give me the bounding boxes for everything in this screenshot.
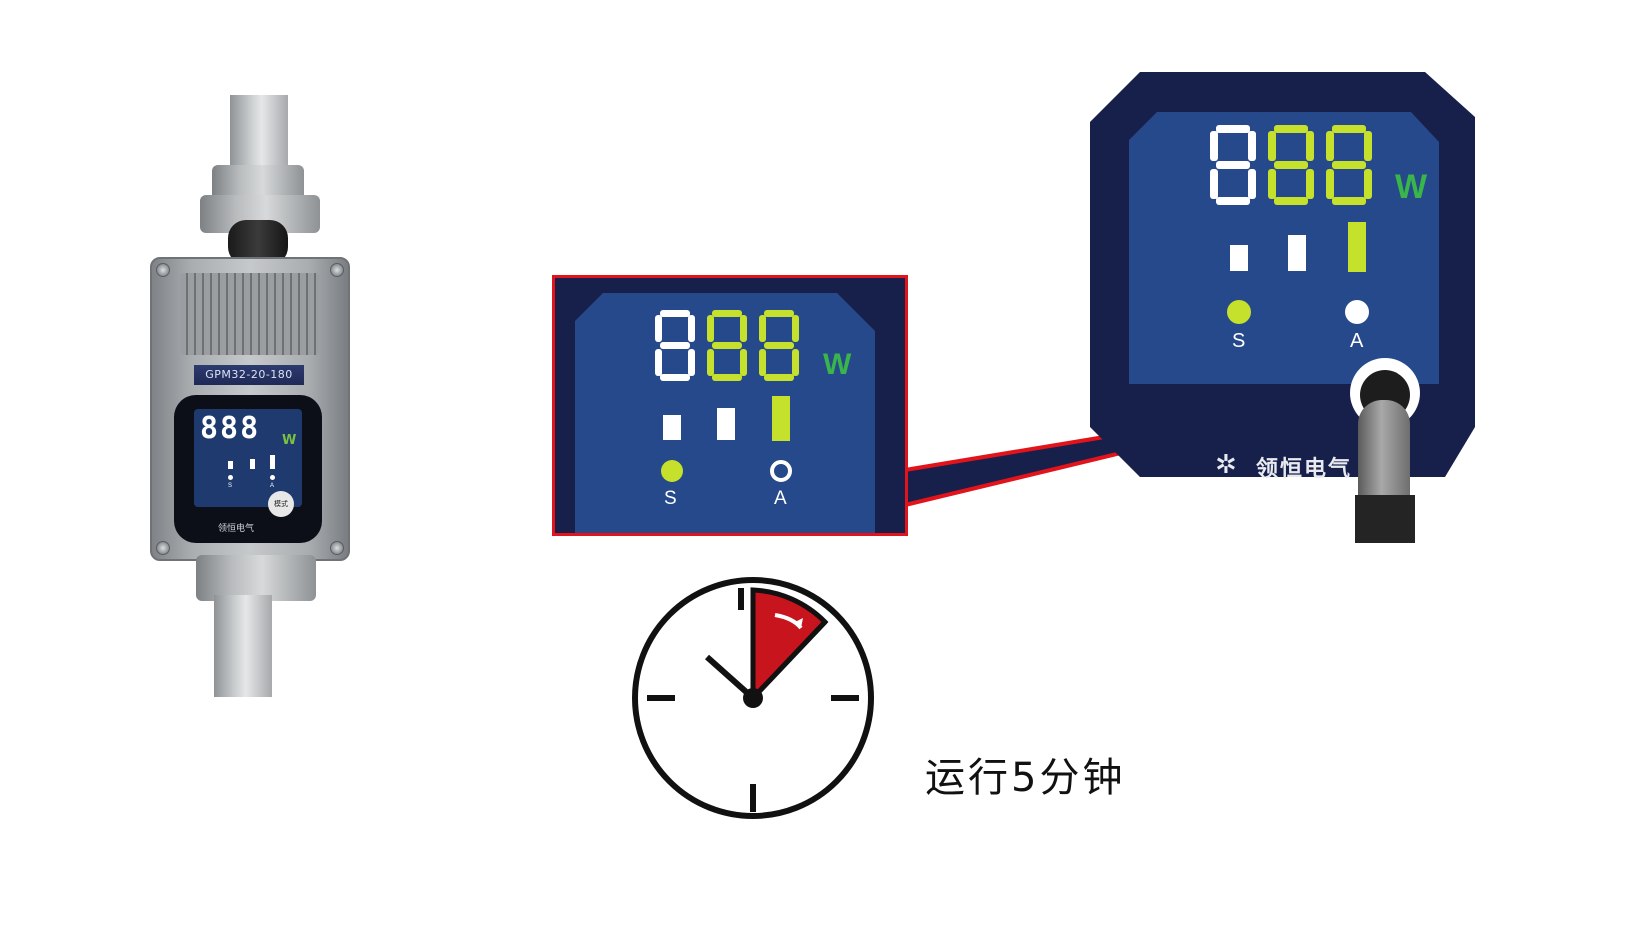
a-label-zoom: A [774,488,787,509]
bar-indicator [270,455,275,469]
big-digits [1210,125,1385,205]
display-screen: 888 W S A [194,409,302,507]
a-label: A [270,483,275,489]
bottom-cable-gland [196,555,316,601]
s-label: S [228,483,233,489]
s-indicator-dot [661,460,683,482]
s-indicator-dot [228,475,233,480]
digit-3 [759,310,799,381]
zoom-digits [655,310,815,386]
zoom-callout-box: W S A [552,275,908,536]
bar-indicator [250,459,255,469]
unit-label-big: W [1395,168,1428,206]
a-label-big: A [1350,330,1364,352]
bottom-pipe [214,595,272,697]
bar-indicator [772,396,790,441]
digit-1 [1210,125,1256,205]
controller-housing: GPM32-20-180 888 W S A 模式 领恒电气 [150,257,350,561]
pump-controller-device: GPM32-20-180 888 W S A 模式 领恒电气 [140,95,370,705]
seven-segment-display-zoom [655,310,799,381]
hour-hand [705,654,755,701]
digit-3 [1326,125,1372,205]
s-label-zoom: S [664,488,677,509]
control-panel: 888 W S A 模式 领恒电气 [174,395,322,543]
top-pipe [230,95,288,175]
screw [156,541,170,555]
digit-2 [707,310,747,381]
screw [330,263,344,277]
model-label: GPM32-20-180 [194,365,304,385]
a-indicator-ring [770,460,792,482]
minute-hand [751,620,827,700]
s-indicator-dot [1227,300,1251,324]
power-display-digits: 888 [200,411,261,446]
bar-indicator [1288,235,1306,271]
brand-logo-icon: ✲ [1215,450,1237,480]
mode-button[interactable]: 模式 [268,491,294,517]
brand-label: 领恒电气 [218,524,255,534]
seven-segment-display [1210,125,1372,205]
a-indicator-dot [1345,300,1369,324]
digit-1 [655,310,695,381]
s-label-big: S [1232,330,1246,352]
brand-label-big: 领恒电气 [1256,457,1353,482]
finger-dark [1355,495,1415,543]
finger [1358,400,1410,510]
unit-label: W [282,433,297,448]
clock-icon [632,577,874,819]
bar-indicator [1230,245,1248,271]
cooling-fins [180,273,320,355]
digit-2 [1268,125,1314,205]
caption: 运行5分钟 [925,755,1126,801]
elapsed-time-sector [750,587,829,705]
bar-indicator [717,408,735,440]
unit-label-zoom: W [823,348,852,381]
zoomed-display-screen [1129,112,1439,384]
bar-indicator [1348,222,1366,272]
screw [330,541,344,555]
bar-indicator [663,415,681,440]
a-indicator-dot [270,475,275,480]
screw [156,263,170,277]
bar-indicator [228,461,233,469]
